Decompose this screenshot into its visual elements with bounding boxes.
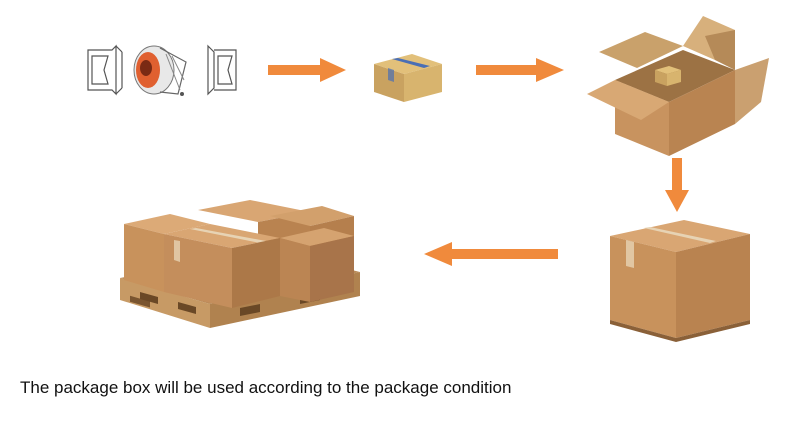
arrow-right-icon — [476, 58, 564, 82]
caption-text: The package box will be used according t… — [20, 378, 512, 397]
arrow-down-icon — [665, 158, 689, 212]
closed-box-icon — [610, 220, 750, 342]
arrow-right-icon — [268, 58, 346, 82]
machine-part-icon — [87, 44, 237, 96]
arrow-left-icon — [424, 242, 558, 266]
pallet-boxes-icon — [120, 200, 360, 328]
open-box-icon — [587, 16, 769, 156]
small-box-icon — [374, 54, 442, 102]
